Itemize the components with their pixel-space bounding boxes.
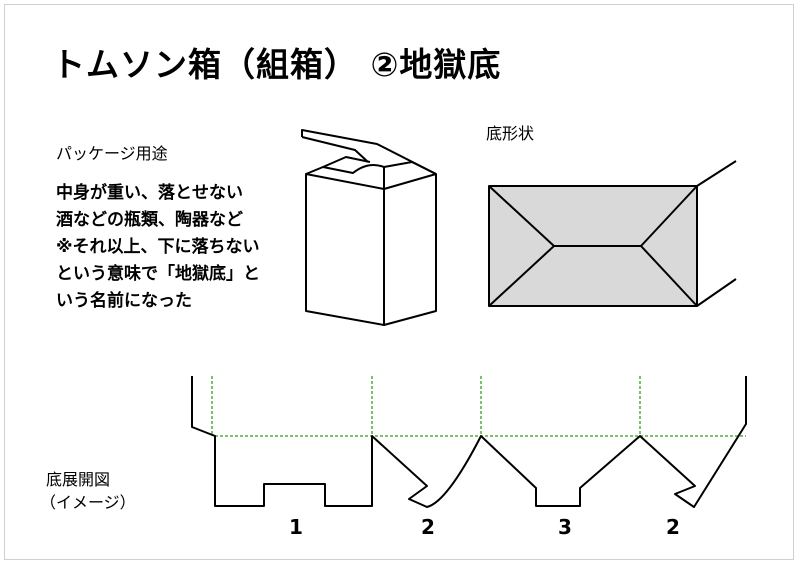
development-label: 底展開図: [46, 470, 111, 489]
description-line: 中身が重い、落とせない: [56, 183, 243, 203]
box-top-edge: [305, 161, 437, 175]
panel-number: 1: [289, 515, 303, 539]
box-illustration: [301, 129, 437, 326]
fold-lines: [211, 376, 746, 437]
box-side-face: [383, 173, 437, 326]
box-front-face: [305, 173, 385, 326]
description-line: ※それ以上、下に落ちない: [56, 237, 260, 257]
bottom-shape-illustration: [488, 160, 737, 307]
box-open-lid: [301, 129, 437, 175]
page-frame: [4, 4, 794, 560]
description-line: という意味で「地獄底」と: [56, 264, 260, 284]
net-outline: [191, 376, 747, 508]
box-lid-fold: [301, 136, 369, 163]
description-line: いう名前になった: [56, 291, 192, 311]
development-sublabel: （イメージ）: [40, 493, 136, 512]
bottom-fold-lines: [488, 185, 698, 307]
development-drawing: [191, 376, 747, 508]
box-tuck-flap: [322, 156, 371, 168]
description-line: 酒などの瓶類、陶器など: [56, 210, 243, 230]
usage-heading: パッケージ用途: [56, 144, 168, 163]
bottom-edge-lines: [696, 160, 737, 307]
panel-number: 2: [666, 515, 680, 539]
description-text: 中身が重い、落とせない 酒などの瓶類、陶器など ※それ以上、下に落ちない という…: [56, 180, 306, 315]
panel-number: 2: [421, 515, 435, 539]
panel-number: 3: [558, 515, 572, 539]
bottom-shape-label: 底形状: [486, 124, 535, 143]
page-title: トムソン箱（組箱） ②地獄底: [52, 45, 502, 84]
